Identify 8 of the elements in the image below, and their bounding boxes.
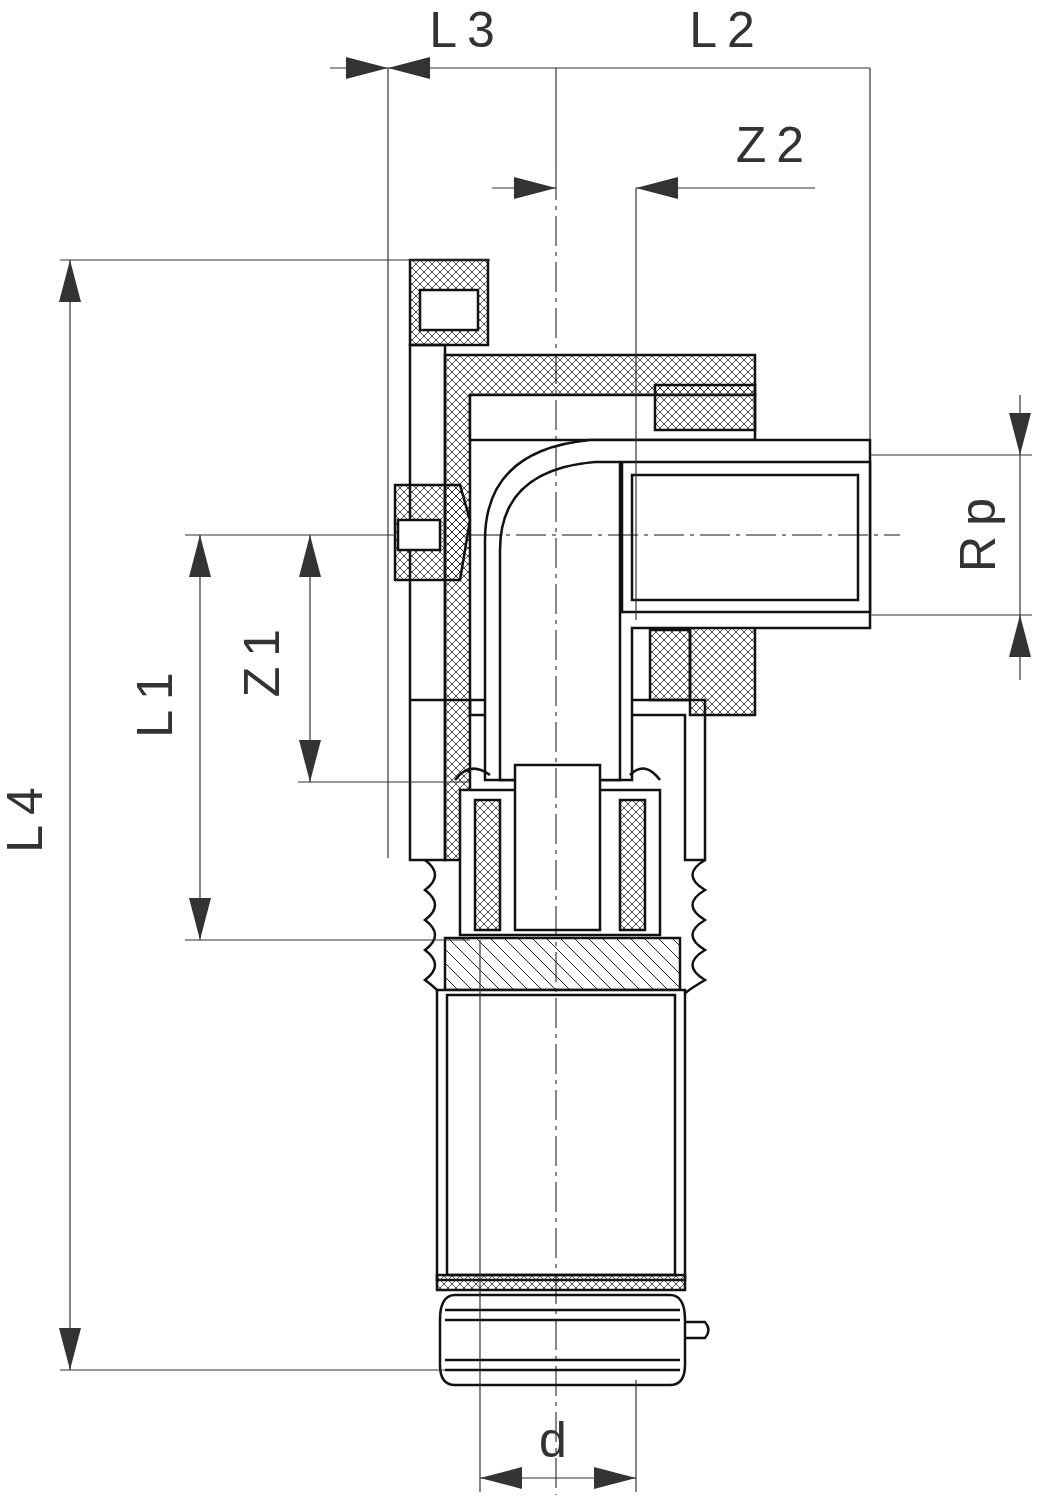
dimension-label: L4 [0,777,50,853]
dimension-label: Z2 [735,120,815,170]
dimension-label: d [539,1415,577,1465]
dimension-label: Rp [953,488,1003,572]
dimension-label: L1 [130,662,180,738]
dimension-label: Z1 [237,618,287,698]
dimension-label: L2 [689,5,765,55]
dimension-label: L3 [429,5,505,55]
